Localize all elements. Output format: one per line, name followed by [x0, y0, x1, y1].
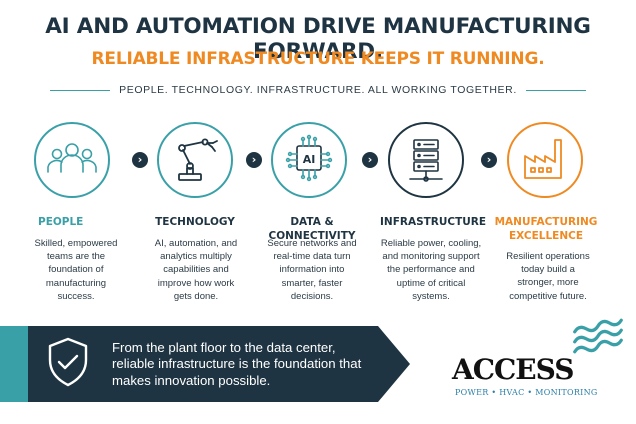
ai-chip-icon: AI	[271, 122, 347, 198]
heading-people: PEOPLE	[38, 216, 84, 228]
chevron-right-icon: ›	[132, 152, 148, 168]
people-group-icon	[34, 122, 110, 198]
text-line: Reliable power, cooling,	[380, 238, 482, 249]
text-line: foundation of	[48, 264, 104, 276]
text-line: Skilled, empowered	[34, 238, 118, 249]
text-line: the performance and	[387, 264, 475, 276]
text-line: manufacturing	[45, 277, 107, 289]
text-line: decisions.	[290, 290, 334, 302]
description-technology: AI, automation, and analytics multiply c…	[146, 237, 246, 303]
heading-data-connectivity: DATA & CONNECTIVITY	[268, 216, 356, 242]
description-infrastructure: Reliable power, cooling, and monitoring …	[372, 237, 490, 303]
text-line: smarter, faster	[281, 277, 343, 289]
text-line: improve how work	[157, 277, 235, 289]
heading-line: MANUFACTURING	[494, 216, 598, 228]
banner-line: From the plant floor to the data center,	[112, 340, 336, 355]
text-line: gets done.	[173, 290, 219, 302]
divider-right	[526, 90, 586, 91]
description-people: Skilled, empowered teams are the foundat…	[30, 237, 122, 303]
company-logo-tagline: POWER • HVAC • MONITORING	[455, 388, 598, 397]
text-line: AI, automation, and	[154, 238, 238, 249]
bottom-banner	[0, 326, 410, 402]
chevron-right-icon: ›	[246, 152, 262, 168]
text-line: and monitoring support	[382, 251, 480, 263]
waves-logo-icon	[572, 314, 624, 354]
tagline-row: PEOPLE. TECHNOLOGY. INFRASTRUCTURE. ALL …	[50, 84, 586, 98]
banner-accent-strip	[0, 326, 28, 402]
company-logo-wordmark: ACCESS	[452, 353, 574, 386]
text-line: success.	[57, 290, 95, 302]
text-line: capabilities and	[163, 264, 229, 276]
divider-left	[50, 90, 110, 91]
heading-technology: TECHNOLOGY	[155, 216, 235, 228]
factory-icon	[507, 122, 583, 198]
robotic-arm-icon	[157, 122, 233, 198]
banner-line: reliable infrastructure is the foundatio…	[112, 356, 362, 372]
text-line: information into	[279, 264, 345, 276]
text-line: teams are the	[46, 251, 106, 263]
heading-infrastructure: INFRASTRUCTURE	[380, 216, 487, 228]
server-rack-icon	[388, 122, 464, 198]
chevron-right-icon: ›	[481, 152, 497, 168]
text-line: Secure networks and	[267, 238, 357, 249]
main-title: AI AND AUTOMATION DRIVE MANUFACTURING FO…	[45, 14, 591, 64]
shield-check-icon	[46, 336, 90, 388]
text-line: competitive future.	[509, 290, 587, 302]
text-line: today build a	[521, 264, 575, 276]
description-manufacturing-excellence: Resilient operations today build a stron…	[496, 250, 600, 303]
svg-text:AI: AI	[303, 153, 316, 166]
banner-text: From the plant floor to the data center,…	[112, 340, 382, 389]
chevron-right-icon: ›	[362, 152, 378, 168]
banner-line: makes innovation possible.	[112, 372, 271, 388]
text-line: stronger, more	[517, 277, 579, 289]
subtitle: RELIABLE INFRASTRUCTURE KEEPS IT RUNNING…	[91, 49, 545, 69]
text-line: analytics multiply	[160, 251, 232, 263]
heading-manufacturing-excellence: MANUFACTURING EXCELLENCE	[494, 215, 598, 243]
banner-arrow	[28, 326, 410, 402]
text-line: real-time data turn	[273, 251, 351, 263]
description-data-connectivity: Secure networks and real-time data turn …	[258, 237, 366, 303]
text-line: Resilient operations	[506, 251, 590, 262]
heading-line: EXCELLENCE	[509, 230, 583, 242]
text-line: uptime of critical	[396, 277, 466, 289]
text-line: systems.	[412, 290, 450, 302]
tagline: PEOPLE. TECHNOLOGY. INFRASTRUCTURE. ALL …	[119, 84, 517, 96]
